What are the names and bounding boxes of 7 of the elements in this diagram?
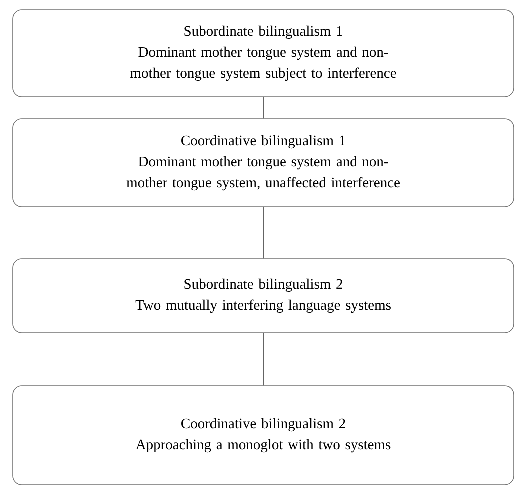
process-box: Subordinate bilingualism 1 Dominant mother tongue system and non-mother tongue system subject to interference: [12, 10, 514, 98]
connector-line: [263, 97, 264, 119]
process-box: Coordinative bilingualism 1 Dominant mother tongue system and non-mother tongue system, unaffected interference: [12, 118, 514, 208]
process-box: Subordinate bilingualism 2 Two mutually interfering language systems: [12, 258, 514, 334]
process-box: Coordinative bilingualism 2 Approaching a monoglot with two systems: [12, 386, 514, 486]
connector-line: [263, 207, 264, 259]
connector-line: [263, 333, 264, 386]
